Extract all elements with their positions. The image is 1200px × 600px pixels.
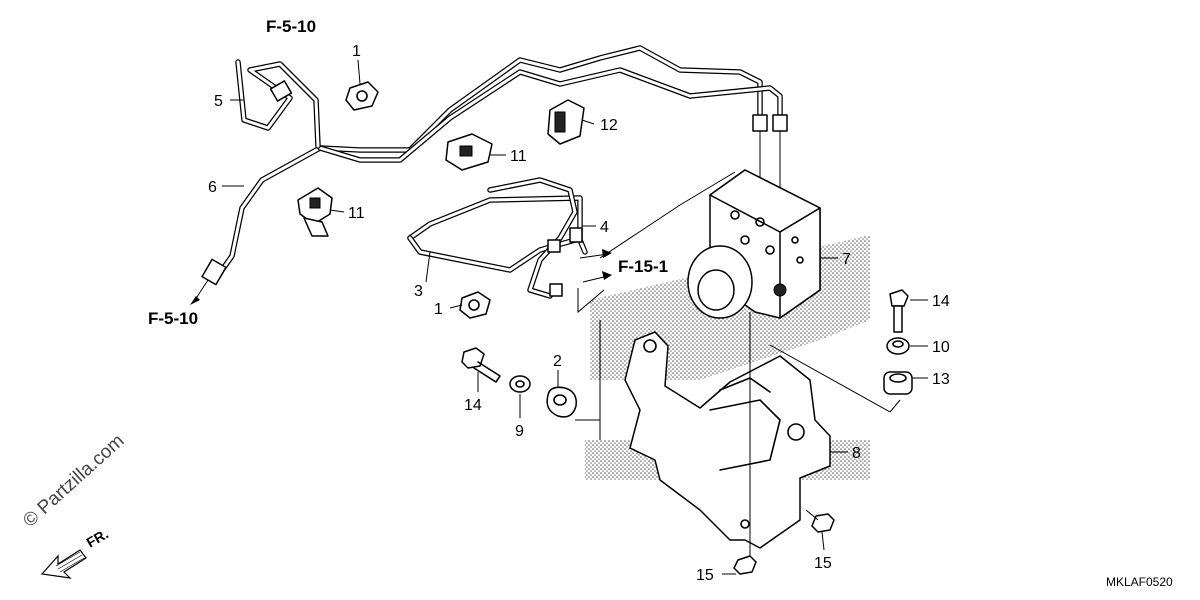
bolt-15-right (805, 509, 835, 533)
ref-f-15-1: F-15-1 (618, 257, 668, 276)
front-indicator: FR. (40, 525, 112, 579)
brake-hose-5 (235, 59, 321, 149)
label-part-1-bottom: 1 (434, 301, 443, 318)
label-part-11-top: 11 (510, 148, 527, 165)
label-part-6: 6 (208, 179, 217, 196)
washer-10 (886, 337, 910, 355)
label-part-11-left: 11 (348, 205, 365, 222)
clamp-12 (547, 99, 585, 145)
bolt-15-left (733, 555, 757, 575)
ref-f-5-10-bottom: F-5-10 (148, 309, 198, 328)
modulator-fittings (752, 114, 788, 208)
label-part-4: 4 (600, 219, 609, 236)
label-part-13: 13 (932, 371, 950, 388)
label-part-5: 5 (214, 93, 223, 110)
front-arrow-icon (40, 549, 87, 579)
clamp-1-bottom (459, 291, 491, 319)
ref-f-5-10-top: F-5-10 (266, 17, 316, 36)
brake-pipe-3-4 (407, 177, 588, 299)
brake-pipe-long (212, 45, 783, 283)
label-part-15-right: 15 (814, 555, 832, 572)
label-part-2: 2 (553, 353, 562, 370)
washer-9 (509, 375, 531, 393)
assembly-lines (575, 312, 901, 570)
label-leaders (222, 59, 928, 575)
clamp-11-top (445, 133, 493, 171)
label-part-14-right: 14 (932, 293, 950, 310)
bolt-14-right (889, 289, 909, 333)
front-label: FR. (84, 525, 112, 550)
label-part-7: 7 (842, 251, 851, 268)
clamp-1-top (345, 81, 379, 111)
label-part-3: 3 (414, 283, 423, 300)
label-part-9: 9 (515, 423, 524, 440)
grommet-13 (883, 371, 913, 395)
label-part-1-top: 1 (352, 43, 361, 60)
label-part-15-left: 15 (696, 567, 714, 584)
f-15-1-arrows (577, 249, 612, 314)
clamp-11-left (297, 187, 333, 237)
label-part-14-left: 14 (464, 397, 482, 414)
bolt-14-left (461, 347, 501, 383)
diagram-code: MKLAF0520 (1106, 575, 1173, 589)
label-part-10: 10 (932, 339, 950, 356)
grommet-2 (546, 386, 578, 418)
abs-modulator-unit (599, 169, 821, 319)
label-part-12: 12 (600, 117, 618, 134)
pipe-fitting-lower (190, 258, 227, 305)
watermark: © Partzilla.com (19, 430, 128, 531)
label-part-8: 8 (852, 445, 861, 462)
